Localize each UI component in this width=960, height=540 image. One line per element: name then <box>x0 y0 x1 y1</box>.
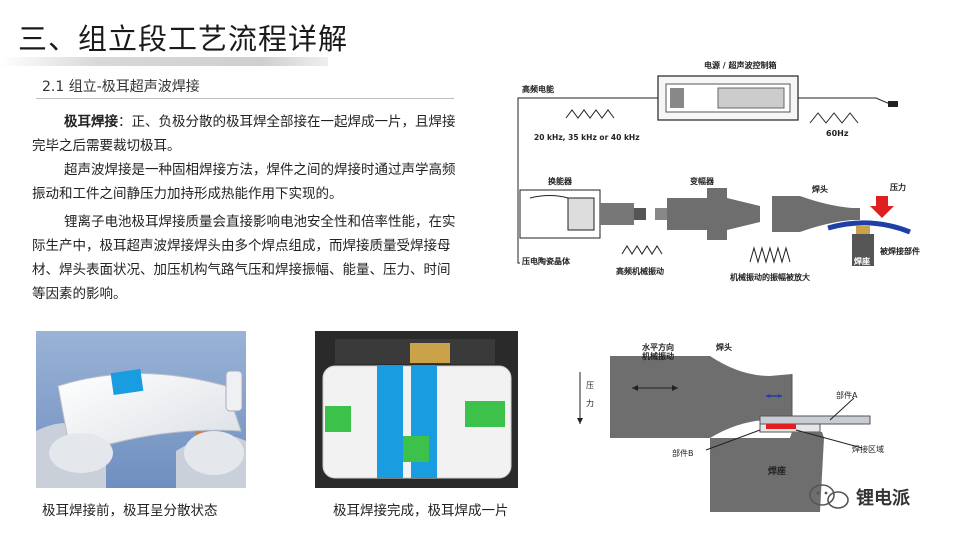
section-divider <box>36 98 454 99</box>
vibration-label-line1: 水平方向 <box>641 342 674 352</box>
workpiece-strip <box>827 220 911 235</box>
hf-wave-icon <box>565 109 615 119</box>
booster-body <box>667 198 707 230</box>
amplified-vibration-label: 机械振动的振幅被放大 <box>730 272 810 282</box>
photo-before-welding <box>36 331 246 488</box>
weld-zone-label: 焊接区域 <box>852 444 884 454</box>
pressure-arrow-icon <box>870 196 894 218</box>
caption-after-welding: 极耳焊接完成，极耳焊成一片 <box>333 503 509 519</box>
paragraph-tab-welding: 极耳焊接：正、负极分散的极耳焊全部接在一起焊成一片，且焊接完毕之后需要裁切极耳。 <box>32 110 462 158</box>
horn-body <box>772 196 860 232</box>
horn-detail-label: 焊头 <box>716 342 732 352</box>
pressure-label: 压力 <box>890 182 906 192</box>
workpiece-label: 被焊接部件 <box>880 246 920 256</box>
frequency-label: 20 kHz, 35 kHz or 40 kHz <box>534 133 640 142</box>
amplified-wave-icon <box>749 246 791 264</box>
anvil-detail-body <box>710 432 824 512</box>
ultrasonic-system-diagram: 电源 / 超声波控制箱 高频电能 20 kHz, 35 kHz or 40 kH… <box>510 48 950 298</box>
hf-vibration-label: 高频机械振动 <box>616 266 664 276</box>
mains-wave-icon <box>809 112 859 124</box>
pressure-label-line2: 力 <box>586 398 594 408</box>
paragraph-3-body: 锂离子电池极耳焊接质量会直接影响电池安全性和倍率性能，在实际生产中，极耳超声波焊… <box>32 214 456 302</box>
part-a-label: 部件A <box>836 390 858 400</box>
wechat-bubble-icon <box>809 484 835 506</box>
hf-power-label: 高频电能 <box>522 84 554 94</box>
weld-zone-mark <box>766 424 796 429</box>
paragraph-1-body: ：正、负极分散的极耳焊全部接在一起焊成一片，且焊接完毕之后需要裁切极耳。 <box>32 114 456 154</box>
vibration-label-line2: 机械振动 <box>642 351 674 361</box>
paragraph-ultrasonic: 超声波焊接是一种固相焊接方法，焊件之间的焊接时通过声学高频振动和工件之间静压力加… <box>32 158 462 206</box>
horn-detail-body <box>610 356 792 438</box>
hf-vibration-wave-icon <box>621 245 663 255</box>
title-underline <box>0 57 328 66</box>
part-b-label: 部件B <box>672 448 694 458</box>
caption-before-welding: 极耳焊接前，极耳呈分散状态 <box>42 503 218 519</box>
anvil-detail-label: 焊座 <box>768 465 786 477</box>
term-tab-welding: 极耳焊接 <box>64 114 118 130</box>
paragraph-quality: 锂离子电池极耳焊接质量会直接影响电池安全性和倍率性能，在实际生产中，极耳超声波焊… <box>32 210 462 306</box>
piezo-label: 压电陶瓷晶体 <box>522 256 571 266</box>
plug-icon <box>888 101 898 107</box>
section-heading: 2.1 组立-极耳超声波焊接 <box>42 79 200 95</box>
photo-after-welding <box>315 331 518 488</box>
paragraph-2-body: 超声波焊接是一种固相焊接方法，焊件之间的焊接时通过声学高频振动和工件之间静压力加… <box>32 162 456 202</box>
mains-frequency-label: 60Hz <box>826 129 849 138</box>
transducer-stack <box>600 203 634 225</box>
slide-title: 三、组立段工艺流程详解 <box>18 22 349 56</box>
transducer-label: 换能器 <box>548 176 573 186</box>
controller-knob-icon <box>670 88 684 108</box>
part-a <box>759 415 871 425</box>
horn-label: 焊头 <box>812 184 828 194</box>
brand-name: 锂电派 <box>856 488 910 509</box>
anvil-label: 焊座 <box>854 256 870 266</box>
weld-zone-diagram: 水平方向 机械振动 焊头 压 力 焊座 部件A 部件B 焊接区域 <box>560 326 900 512</box>
booster-label: 变幅器 <box>690 176 715 186</box>
anvil-body <box>852 234 874 266</box>
pressure-arrow-down-icon <box>577 418 583 424</box>
brand-logo <box>808 480 938 514</box>
controller-label: 电源 / 超声波控制箱 <box>704 60 777 70</box>
pressure-label-line1: 压 <box>586 381 594 390</box>
